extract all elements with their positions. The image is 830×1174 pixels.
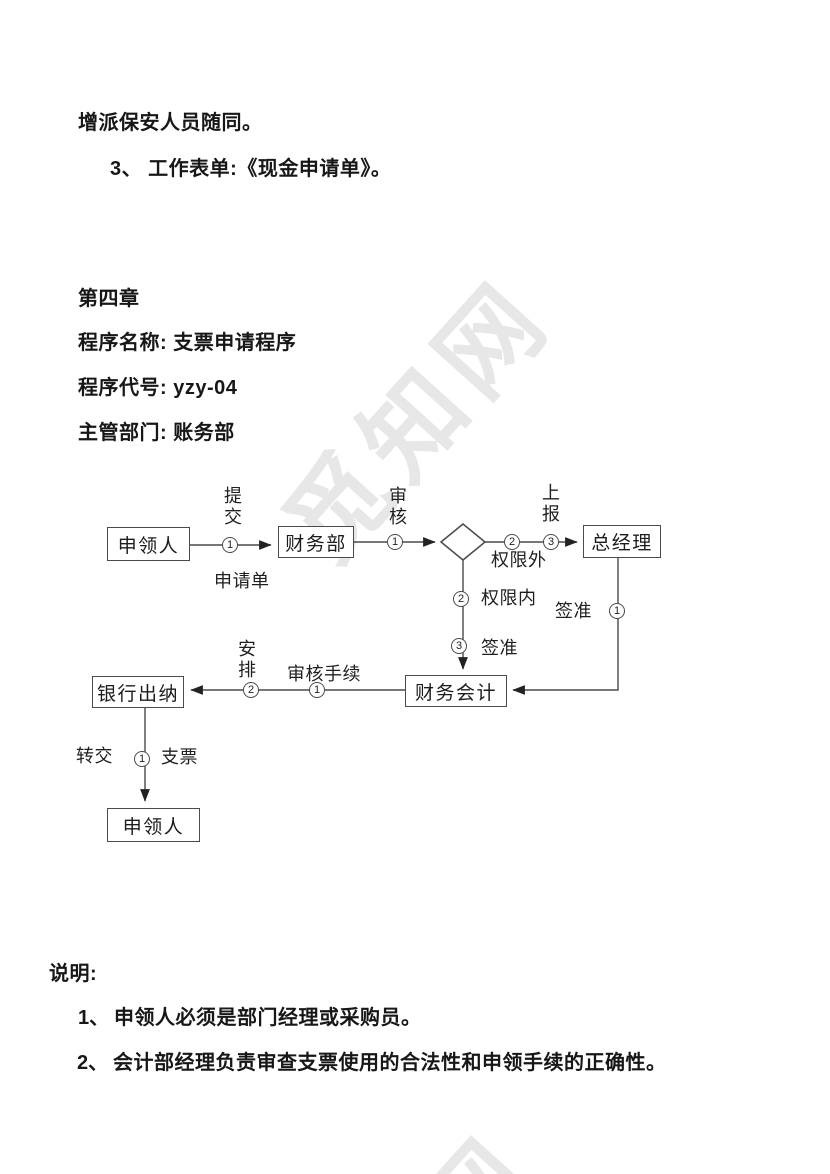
edge-gm-to-accounting — [512, 558, 619, 695]
step-marker-handover: 1 — [134, 751, 150, 767]
note-item-2: 2、会计部经理负责审查支票使用的合法性和申领手续的正确性。 — [77, 1046, 667, 1075]
intro-line: 增派保安人员随同。 — [78, 112, 263, 134]
note-item-1: 1、申领人必须是部门经理或采购员。 — [78, 1001, 422, 1030]
chapter-heading: 第四章 — [78, 288, 140, 310]
label-hand-over: 转交 — [76, 746, 113, 766]
label-arrange: 安排 — [238, 639, 256, 681]
label-review-procedure: 审核手续 — [287, 664, 361, 684]
step-marker-review: 1 — [387, 534, 403, 550]
flow-node-finance-accounting: 财务会计 — [405, 675, 507, 707]
step-marker-within-1: 2 — [453, 591, 469, 607]
step-marker-procedure: 1 — [309, 682, 325, 698]
label-beyond-authority: 权限外 — [491, 550, 547, 570]
note-text: 会计部经理负责审查支票使用的合法性和申领手续的正确性。 — [113, 1052, 667, 1074]
step-marker-beyond-1: 2 — [504, 534, 520, 550]
step-marker-within-2: 3 — [451, 638, 467, 654]
step-marker-arrange: 2 — [243, 682, 259, 698]
step-marker-submit: 1 — [222, 537, 238, 553]
note-number: 2、 — [77, 1052, 109, 1074]
flow-node-finance-dept: 财务部 — [278, 526, 354, 558]
flow-node-applicant-bottom: 申领人 — [107, 808, 200, 842]
label-within-authority: 权限内 — [481, 588, 537, 608]
label-submit: 提交 — [224, 486, 242, 528]
note-text: 申领人必须是部门经理或采购员。 — [114, 1007, 422, 1029]
label-report-up: 上报 — [542, 483, 560, 525]
work-form-line: 3、 工作表单:《现金申请单》。 — [110, 158, 392, 180]
flow-node-bank-cashier: 银行出纳 — [92, 676, 184, 708]
label-cheque: 支票 — [161, 747, 198, 767]
program-name-line: 程序名称: 支票申请程序 — [78, 332, 297, 354]
label-review: 审核 — [389, 486, 407, 528]
label-sign-approve-decision: 签准 — [481, 638, 518, 658]
flow-node-general-manager: 总经理 — [583, 525, 661, 558]
flow-node-applicant-top: 申领人 — [107, 527, 190, 561]
step-marker-beyond-2: 3 — [543, 534, 559, 550]
note-number: 1、 — [78, 1007, 110, 1029]
label-sign-approve-gm: 签准 — [555, 601, 592, 621]
label-application-form: 申请单 — [214, 571, 270, 591]
step-marker-gm-sign: 1 — [609, 603, 625, 619]
decision-diamond — [439, 523, 487, 561]
notes-title: 说明: — [49, 963, 98, 985]
department-line: 主管部门: 账务部 — [78, 422, 235, 444]
program-code-line: 程序代号: yzy-04 — [78, 377, 238, 399]
